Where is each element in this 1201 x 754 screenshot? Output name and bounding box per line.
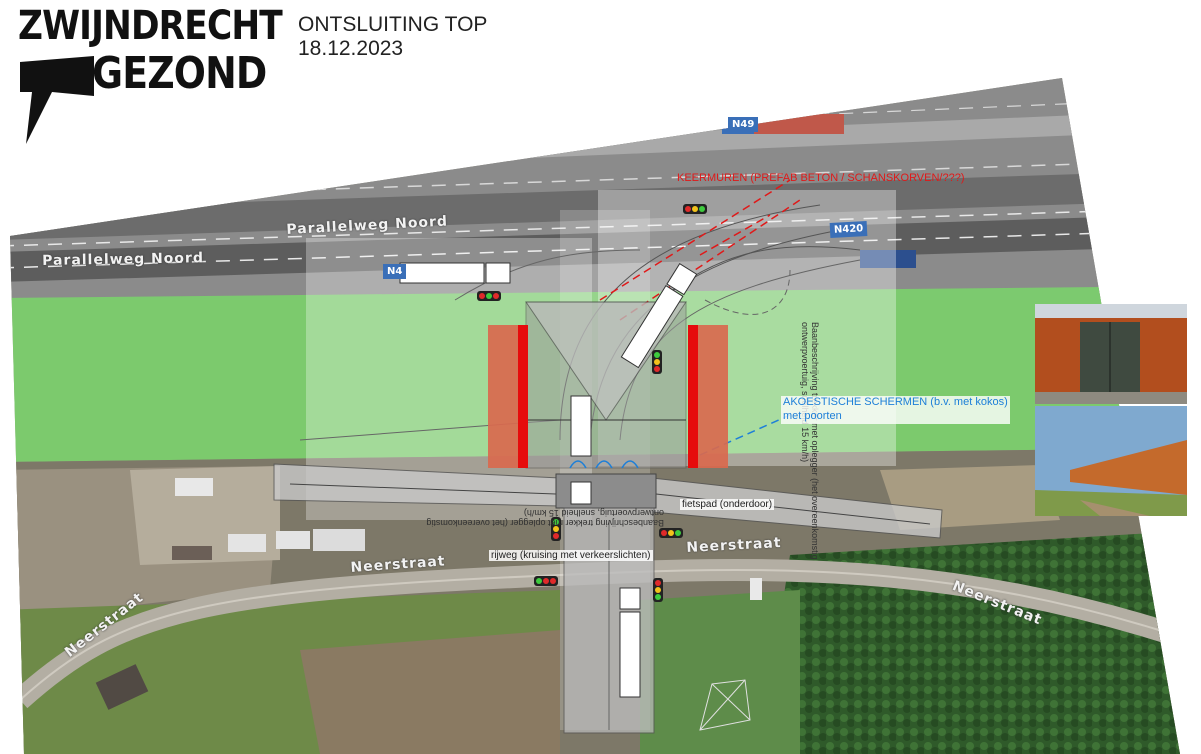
road-label-parallelweg-lower: Parallelweg Noord: [42, 250, 205, 269]
annotation-akoestische-line1: AKOESTISCHE SCHERMEN (b.v. met kokos): [783, 396, 1008, 408]
annotation-rijweg: rijweg (kruising met verkeerslichten): [489, 550, 653, 561]
gates: [569, 460, 639, 469]
house: [95, 664, 149, 710]
annotation-akoestische-line2: met poorten: [783, 409, 842, 422]
vehicle-bar: [619, 611, 641, 698]
annotation-fietspad: fietspad (onderdoor): [680, 499, 775, 510]
annotation-keermuren: KEERMUREN (PREFAB BETON / SCHANSKORVEN/?…: [677, 172, 965, 184]
logo-line2: GEZOND: [92, 48, 267, 99]
traffic-light: [653, 578, 663, 602]
woodland: [760, 530, 1180, 754]
traffic-light: [652, 350, 662, 374]
logo-line1: ZWIJNDRECHT: [18, 3, 283, 49]
drawing-note-turning-path: Baanbeschrijving trekker met oplegger (h…: [800, 322, 820, 560]
acoustic-screen-left: [518, 325, 528, 468]
retaining-wall-right: [698, 325, 728, 468]
traffic-light: [534, 576, 558, 586]
page-date: 18.12.2023: [298, 37, 404, 60]
vehicle-bar: [570, 395, 592, 457]
pylon: [699, 679, 751, 731]
page-title: ONTSLUITING TOP: [298, 13, 488, 36]
annotation-akoestische-schermen: AKOESTISCHE SCHERMEN (b.v. met kokos) me…: [781, 396, 1010, 424]
traffic-light: [659, 528, 683, 538]
traffic-lights: [477, 204, 707, 602]
drawing-note-turning-path-mirrored: Baanbeschrijving trekker met oplegger (h…: [426, 508, 664, 528]
traffic-light: [551, 517, 561, 541]
highway-n49-shield: N49: [728, 117, 759, 132]
vehicle-bar-diagonal: [620, 262, 698, 369]
highway-n420-shield: N420: [829, 221, 868, 238]
logo-megaphone-icon: [20, 56, 94, 144]
van: [175, 478, 213, 496]
traffic-light: [477, 291, 501, 301]
plan-overlay: [273, 179, 943, 734]
keermuur-lines: [599, 179, 801, 321]
acoustic-screen-photos: [1035, 304, 1187, 516]
highway-n4-shield: N4: [383, 264, 407, 279]
traffic-light: [683, 204, 707, 214]
acoustic-screen-right: [688, 325, 698, 468]
vehicle-bar: [399, 262, 485, 284]
retaining-wall-left: [488, 325, 518, 468]
